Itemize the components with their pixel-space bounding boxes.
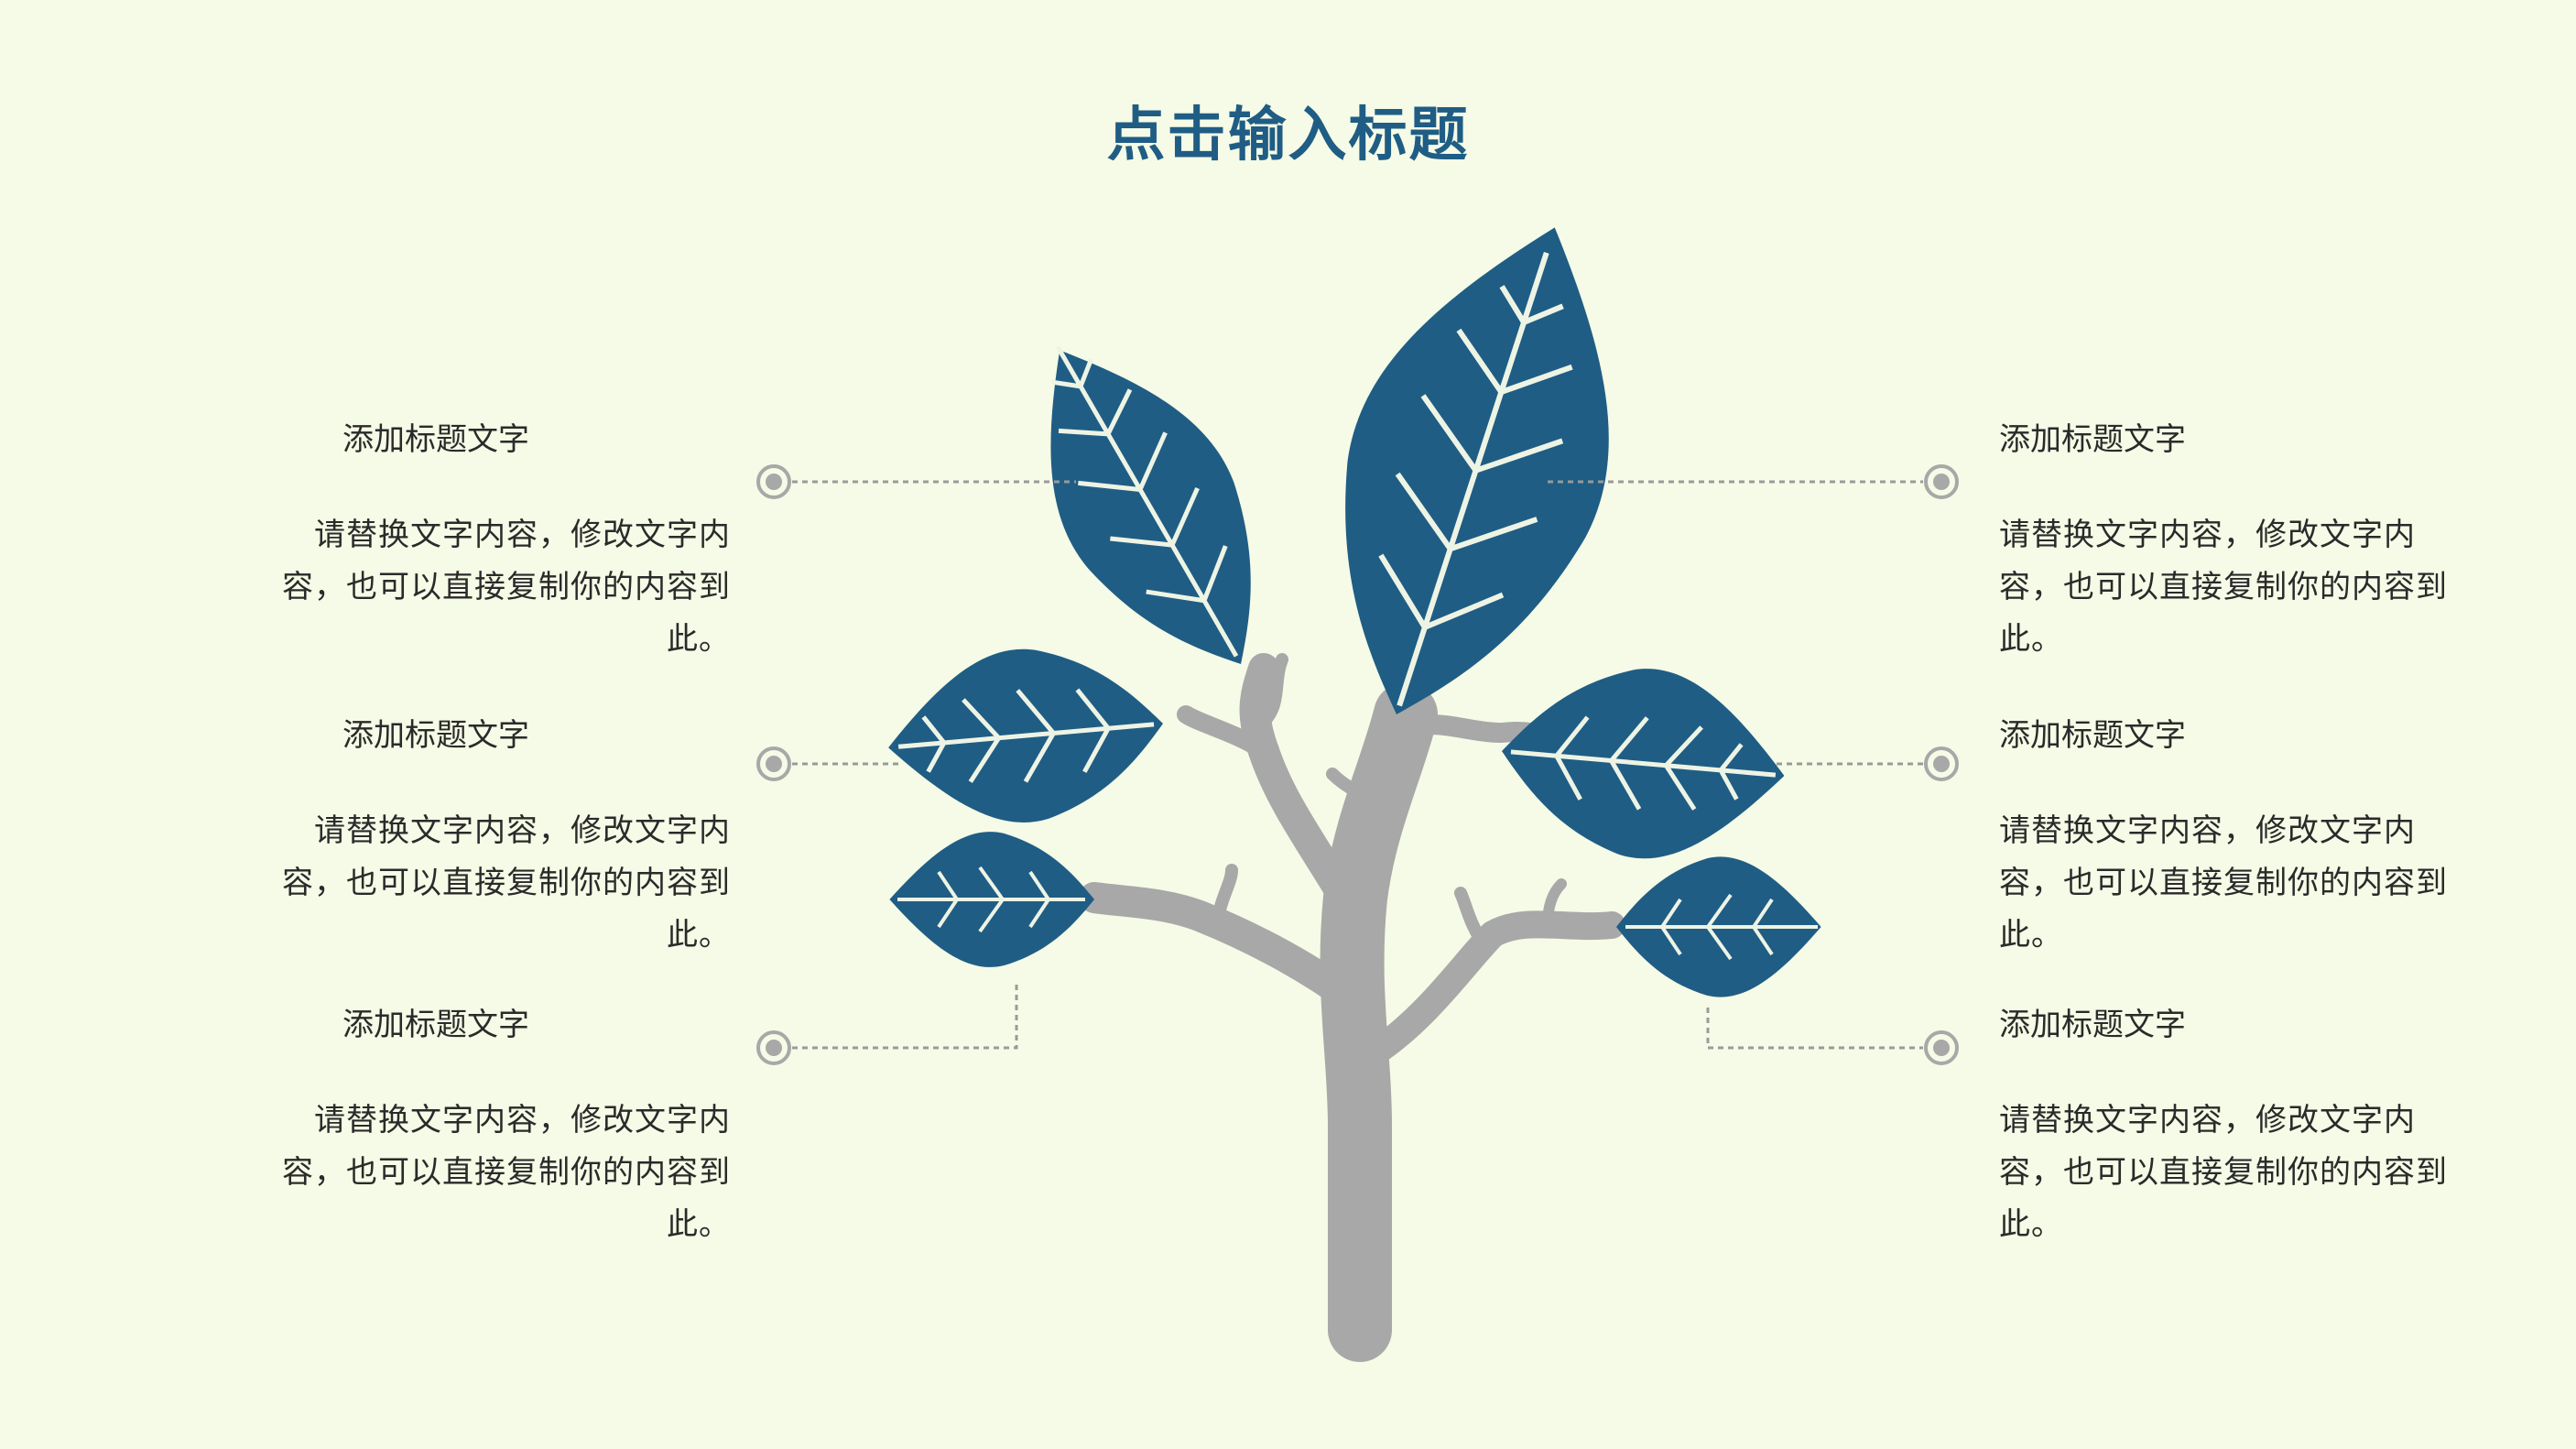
block-heading[interactable]: 添加标题文字: [342, 1007, 529, 1043]
text-block-left-2: 添加标题文字 请替换文字内容，修改文字内容，也可以直接复制你的内容到此。: [255, 715, 731, 962]
block-heading[interactable]: 添加标题文字: [342, 421, 529, 458]
node-left-1: [756, 464, 791, 499]
tree-trunk: [1079, 653, 1625, 1362]
text-block-right-2: 添加标题文字 请替换文字内容，修改文字内容，也可以直接复制你的内容到此。: [1999, 715, 2475, 962]
leaf-low-left: [889, 832, 1094, 967]
block-heading[interactable]: 添加标题文字: [1999, 717, 2186, 754]
block-body[interactable]: 请替换文字内容，修改文字内容，也可以直接复制你的内容到此。: [1999, 1102, 2448, 1243]
node-left-3: [756, 1030, 791, 1065]
text-block-left-3: 添加标题文字 请替换文字内容，修改文字内容，也可以直接复制你的内容到此。: [255, 1005, 731, 1251]
leaf-low-right: [1616, 856, 1821, 997]
leaf-top-center: [1275, 188, 1677, 755]
block-body[interactable]: 请替换文字内容，修改文字内容，也可以直接复制你的内容到此。: [282, 1102, 731, 1243]
connector-lines: [792, 480, 1923, 1050]
block-body[interactable]: 请替换文字内容，修改文字内容，也可以直接复制你的内容到此。: [282, 517, 731, 658]
leaf-top-left: [984, 307, 1316, 708]
block-heading[interactable]: 添加标题文字: [342, 717, 529, 754]
block-heading[interactable]: 添加标题文字: [1999, 1007, 2186, 1043]
node-right-1: [1924, 464, 1959, 499]
block-body[interactable]: 请替换文字内容，修改文字内容，也可以直接复制你的内容到此。: [1999, 517, 2448, 658]
block-body[interactable]: 请替换文字内容，修改文字内容，也可以直接复制你的内容到此。: [282, 812, 731, 953]
text-block-right-1: 添加标题文字 请替换文字内容，修改文字内容，也可以直接复制你的内容到此。: [1999, 419, 2475, 666]
tree-leaves: [880, 188, 1821, 997]
block-heading[interactable]: 添加标题文字: [1999, 421, 2186, 458]
block-body[interactable]: 请替换文字内容，修改文字内容，也可以直接复制你的内容到此。: [1999, 812, 2448, 953]
leaf-mid-right: [1493, 656, 1793, 871]
node-right-3: [1924, 1030, 1959, 1065]
connector-left-3: [792, 980, 1018, 1050]
text-block-right-3: 添加标题文字 请替换文字内容，修改文字内容，也可以直接复制你的内容到此。: [1999, 1005, 2475, 1251]
leaf-mid-left: [880, 637, 1171, 834]
connector-right-3: [1706, 1008, 1923, 1050]
text-block-left-1: 添加标题文字 请替换文字内容，修改文字内容，也可以直接复制你的内容到此。: [255, 419, 731, 666]
node-left-2: [756, 746, 791, 781]
page-title[interactable]: 点击输入标题: [1106, 102, 1470, 169]
connector-nodes: [756, 464, 1959, 1065]
node-right-2: [1924, 746, 1959, 781]
